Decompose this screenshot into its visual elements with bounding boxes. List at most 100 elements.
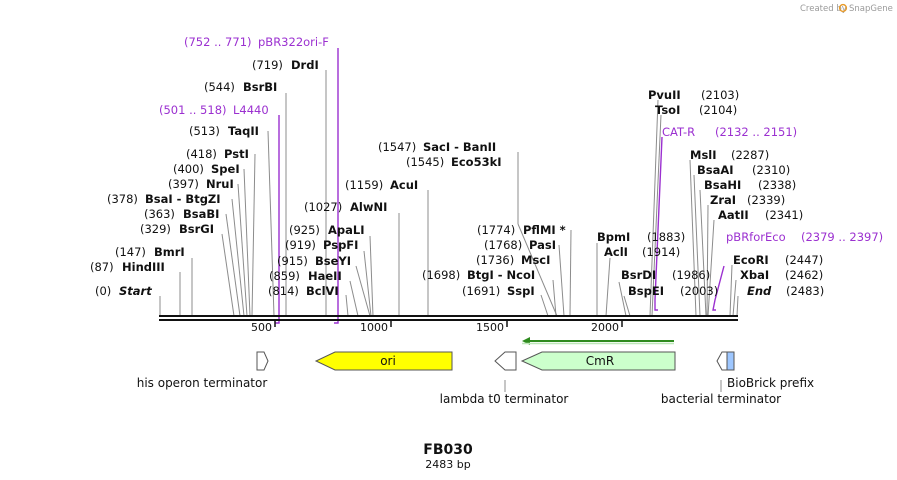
biobrick-prefix-label: BioBrick prefix (727, 376, 814, 390)
enzyme-name: DrdI (291, 58, 319, 72)
enzyme-name: EcoRI (733, 253, 769, 267)
tick-label: 2000 (591, 321, 619, 334)
enzyme-pos: (2341) (765, 208, 803, 222)
enzyme-name: AatII (718, 208, 749, 222)
snapgene-logo-icon (838, 3, 848, 13)
enzyme-name: SspI (507, 284, 535, 298)
enzyme-name: HindIII (122, 260, 165, 274)
enzyme-name: BsrGI (179, 222, 214, 236)
primer-labels: (752 .. 771) pBR322ori-F (501 .. 518) L4… (159, 35, 883, 244)
tick-label: 1500 (476, 321, 504, 334)
enzyme-pos: (2483) (786, 284, 824, 298)
primer-range: (2132 .. 2151) (715, 125, 797, 139)
enzyme-pos: (397) (168, 177, 199, 191)
enzyme-name: TsoI (655, 103, 680, 117)
backbone (159, 315, 738, 321)
primer-range: (2379 .. 2397) (801, 230, 883, 244)
enzyme-name: MscI (521, 253, 550, 267)
enzyme-name: BspEI (628, 284, 664, 298)
biobrick-prefix-box (726, 351, 735, 371)
enzyme-name: XbaI (740, 268, 769, 282)
enzyme-pos: (513) (189, 124, 220, 138)
enzyme-pos: (1691) (462, 284, 500, 298)
enzyme-name: BsaAI (697, 163, 734, 177)
enzyme-name: NruI (206, 177, 234, 191)
enzyme-pos: (418) (186, 147, 217, 161)
features: his operon terminator ori lambda t0 term… (137, 351, 814, 406)
enzyme-pos: (147) (115, 245, 146, 259)
enzyme-labels: (0) Start (87) HindIII (147) BmrI (329) … (90, 58, 824, 298)
ori-label: ori (380, 354, 396, 368)
enzyme-pos: (87) (90, 260, 114, 274)
enzyme-pos: (2339) (747, 193, 785, 207)
enzyme-name: HaeII (308, 269, 342, 283)
enzyme-pos: (0) (95, 284, 111, 298)
primer-range: (752 .. 771) (184, 35, 252, 49)
plasmid-length: 2483 bp (425, 458, 470, 471)
enzyme-name: SacI - BanII (423, 140, 496, 154)
enzyme-name: TaqII (228, 124, 259, 138)
enzyme-pos: (915) (277, 254, 308, 268)
enzyme-pos: (1914) (642, 245, 680, 259)
enzyme-pos: (1698) (422, 268, 460, 282)
primer-range: (501 .. 518) (159, 103, 227, 117)
enzyme-name: Eco53kI (451, 155, 502, 169)
enzyme-pos: (1545) (406, 155, 444, 169)
enzyme-name: PflMI * (523, 223, 566, 237)
enzyme-pos: (1159) (345, 178, 383, 192)
enzyme-name: PspFI (323, 238, 358, 252)
enzyme-name: MslI (690, 148, 717, 162)
enzyme-name: BpmI (597, 230, 630, 244)
enzyme-name: Start (119, 284, 152, 298)
enzyme-pos: (1883) (647, 230, 685, 244)
credit-brand: SnapGene (849, 4, 893, 14)
enzyme-name: BsrDI (621, 268, 656, 282)
enzyme-name: BtgI - NcoI (467, 268, 535, 282)
plasmid-name: FB030 (423, 442, 473, 458)
tick-label: 1000 (360, 321, 388, 334)
enzyme-pos: (859) (269, 269, 300, 283)
primer-name: pBR322ori-F (258, 35, 329, 49)
enzyme-name: ZraI (710, 193, 736, 207)
enzyme-name: AlwNI (350, 200, 387, 214)
enzyme-pos: (719) (252, 58, 283, 72)
enzyme-pos: (1774) (477, 223, 515, 237)
enzyme-pos: (1768) (484, 238, 522, 252)
cmr-label: CmR (586, 354, 614, 368)
enzyme-pos: (1027) (304, 200, 342, 214)
enzyme-name: BsaHI (704, 178, 741, 192)
enzyme-pos: (2003) (680, 284, 718, 298)
enzyme-name: ApaLI (328, 223, 365, 237)
enzyme-name: AcuI (390, 178, 418, 192)
enzyme-name: BmrI (154, 245, 185, 259)
enzyme-pos: (1986) (672, 268, 710, 282)
primer-name: pBRforEco (726, 230, 786, 244)
enzyme-pos: (2338) (758, 178, 796, 192)
enzyme-pos: (363) (144, 207, 175, 221)
enzyme-pos: (919) (285, 238, 316, 252)
enzyme-name: PvuII (648, 88, 681, 102)
enzyme-name: BsaBI (183, 207, 219, 221)
his-terminator-label: his operon terminator (137, 376, 268, 390)
primer-name: CAT-R (662, 125, 695, 139)
tick-label: 500 (251, 321, 272, 334)
snapgene-credit: Created by SnapGene (800, 3, 893, 14)
his-terminator-arrow (256, 351, 269, 371)
enzyme-pos: (378) (107, 192, 138, 206)
enzyme-pos: (2287) (731, 148, 769, 162)
enzyme-pos: (2310) (752, 163, 790, 177)
cmr-orf-arrow (522, 337, 674, 345)
enzyme-pos: (1547) (378, 140, 416, 154)
enzyme-name: SpeI (211, 162, 240, 176)
enzyme-pos: (329) (140, 222, 171, 236)
enzyme-name: BclVI (306, 284, 339, 298)
enzyme-name: BseYI (315, 254, 351, 268)
enzyme-pos: (2447) (785, 253, 823, 267)
enzyme-name: PasI (529, 238, 556, 252)
enzyme-name: PstI (224, 147, 249, 161)
enzyme-pos: (2104) (699, 103, 737, 117)
enzyme-leaders (159, 70, 739, 317)
enzyme-pos: (2103) (701, 88, 739, 102)
enzyme-name: BsaI - BtgZI (145, 192, 221, 206)
